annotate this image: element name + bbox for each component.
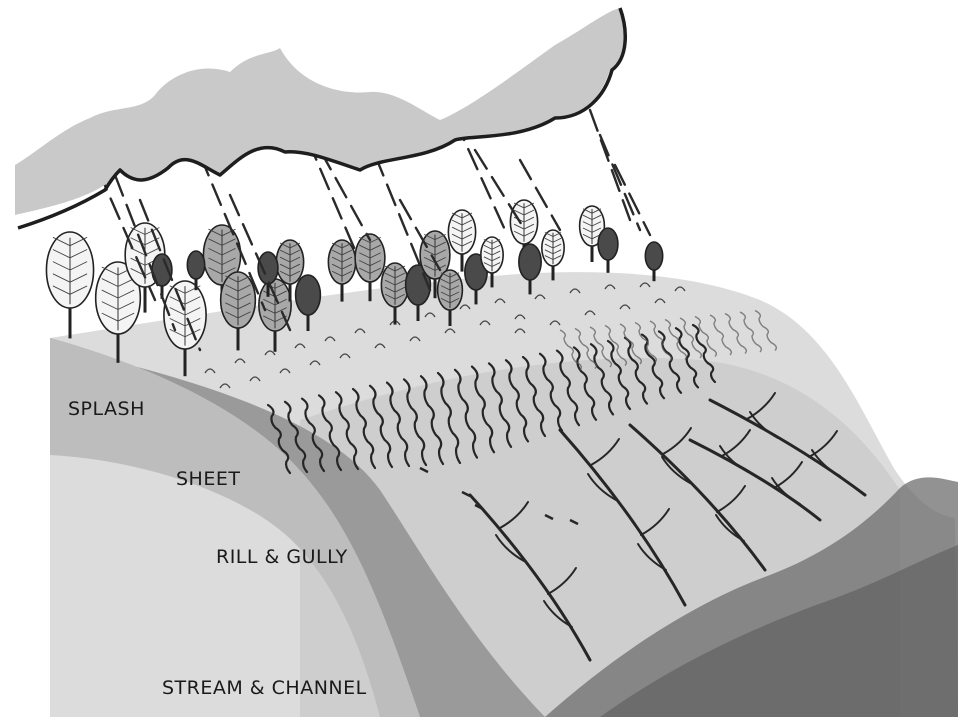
- label-rill-gully: RILL & GULLY: [216, 546, 348, 568]
- tree-crown: [598, 228, 618, 260]
- tree-crown: [258, 252, 278, 284]
- label-stream-channel: STREAM & CHANNEL: [162, 677, 367, 699]
- tree-crown: [187, 251, 204, 279]
- rain-streak: [590, 110, 630, 220]
- tree: [46, 232, 93, 338]
- tree: [598, 228, 618, 273]
- tree-crown: [519, 244, 541, 280]
- cloud-body: [15, 8, 626, 215]
- label-splash: SPLASH: [68, 398, 145, 420]
- rain-streak: [600, 135, 640, 230]
- label-sheet: SHEET: [176, 468, 240, 490]
- rain-streak: [615, 165, 650, 235]
- rain-cloud: [15, 8, 626, 228]
- tree-crown: [296, 275, 321, 315]
- tree-crown: [645, 242, 662, 270]
